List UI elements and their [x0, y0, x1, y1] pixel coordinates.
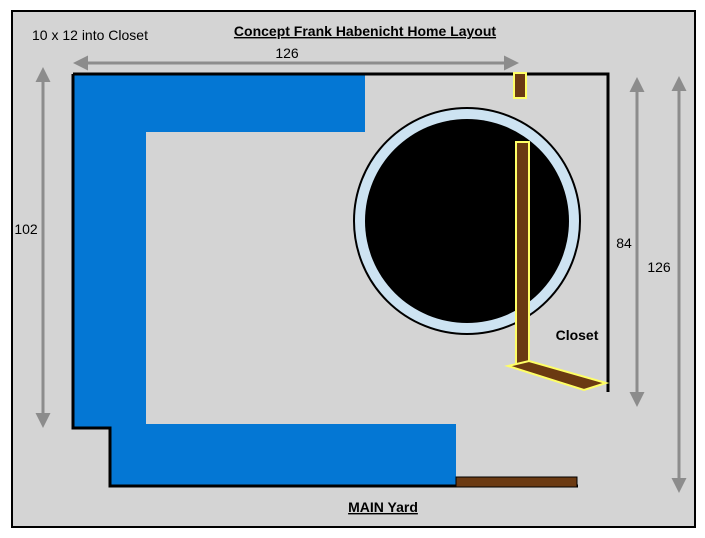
dimension-label-closet: 84 — [616, 235, 632, 251]
walkway-left-lower — [110, 420, 146, 430]
closet-post — [513, 72, 527, 99]
diagram-title: Concept Frank Habenicht Home Layout — [234, 23, 496, 39]
closet-wall-diagonal — [504, 359, 610, 392]
yard-strip — [455, 476, 578, 488]
walkway-left — [73, 74, 146, 428]
property-boundary — [71, 72, 610, 488]
closet-size-note: 10 x 12 into Closet — [32, 27, 148, 43]
walkway-bottom — [110, 424, 456, 486]
dimension-label-left: 102 — [14, 221, 38, 237]
closet-wall-vertical — [515, 141, 530, 369]
dimension-label-top: 126 — [275, 45, 299, 61]
closet-label: Closet — [556, 327, 599, 343]
yard-label: MAIN Yard — [348, 499, 418, 515]
dimension-label-right: 126 — [647, 259, 671, 275]
pool — [365, 119, 569, 323]
